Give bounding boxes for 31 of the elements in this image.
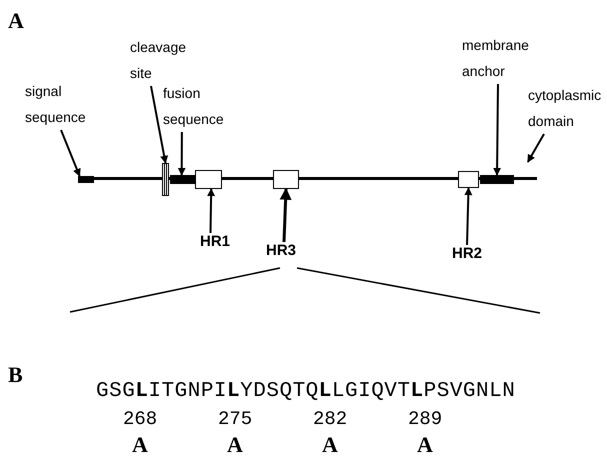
arrow bbox=[464, 187, 472, 246]
region-label: HR1 bbox=[200, 233, 230, 250]
region-label: HR3 bbox=[266, 242, 296, 259]
substitution-letter: A bbox=[322, 432, 338, 458]
substitution-letter: A bbox=[417, 432, 433, 458]
substitution-letter: A bbox=[132, 432, 148, 458]
domain-box bbox=[458, 171, 479, 188]
region-label: HR2 bbox=[452, 245, 482, 262]
thick-segment bbox=[170, 175, 196, 184]
arrow bbox=[526, 134, 545, 163]
residue-number: 282 bbox=[313, 408, 348, 430]
panel-letter: A bbox=[8, 8, 24, 34]
panel-letter: B bbox=[8, 362, 23, 388]
striped-marker bbox=[162, 163, 169, 196]
callout-label: cytoplasmic domain bbox=[528, 82, 607, 134]
arrow bbox=[150, 86, 168, 164]
domain-box bbox=[273, 170, 299, 189]
residue-number: 268 bbox=[123, 408, 158, 430]
arrow bbox=[60, 130, 81, 177]
arrow bbox=[178, 132, 186, 176]
residue-number: 275 bbox=[218, 408, 252, 430]
residue-number: 289 bbox=[408, 408, 442, 430]
arrow bbox=[280, 188, 292, 242]
arrow bbox=[207, 188, 216, 234]
signal-segment bbox=[78, 176, 94, 183]
thick-segment bbox=[480, 175, 514, 184]
substitution-letter: A bbox=[227, 432, 243, 458]
domain-box bbox=[195, 170, 222, 189]
sequence-text: GSGLITGNPILYDSQTQLLGIQVTLPSVGNLN bbox=[96, 380, 516, 403]
callout-label: signal sequence bbox=[25, 78, 105, 130]
arrow bbox=[493, 84, 502, 176]
